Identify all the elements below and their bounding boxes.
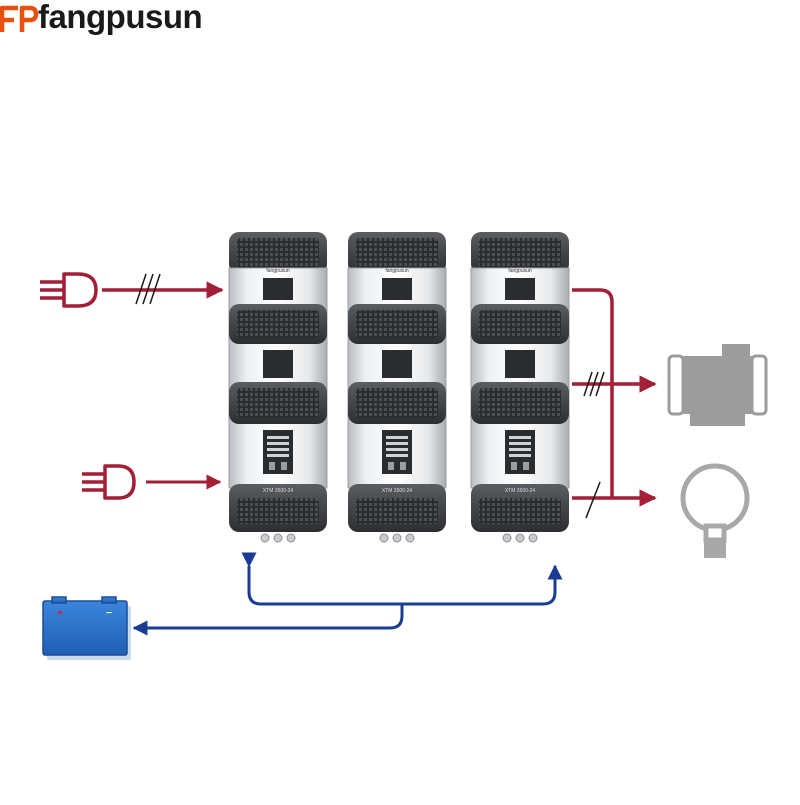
three-phase-marker: [583, 371, 605, 397]
inverter-1-model-label: XTM 3500-24: [263, 488, 294, 494]
battery-negative-symbol: −: [106, 608, 112, 619]
plug-icon: [40, 272, 98, 308]
ac-output-bus: [572, 288, 657, 507]
battery-icon: + −: [42, 596, 131, 660]
inverter-1-brand-label: fangpusun: [266, 268, 290, 274]
brand-name: fangpusun: [38, 0, 203, 35]
inverter-unit-2: fangpusun XTM 3500-24: [347, 231, 447, 543]
inverter-2-brand-label: fangpusun: [385, 268, 409, 274]
inverter-2-model-label: XTM 3500-24: [382, 488, 413, 494]
ac-input-line-1: [102, 273, 224, 305]
inverter-3-model-label: XTM 3500-24: [505, 488, 536, 494]
inverter-3-brand-label: fangpusun: [508, 268, 532, 274]
battery-positive-symbol: +: [57, 608, 63, 619]
light-bulb-icon: [680, 463, 750, 558]
single-phase-marker: [585, 481, 601, 519]
inverter-unit-3: fangpusun XTM 3500-24: [470, 231, 570, 543]
inverter-unit-1: fangpusun XTM 3500-24: [228, 231, 328, 543]
fp-logo-icon: [0, 5, 39, 32]
dc-battery-bus: [132, 552, 563, 636]
plug-icon: [82, 464, 136, 500]
motor-icon: [667, 344, 768, 426]
